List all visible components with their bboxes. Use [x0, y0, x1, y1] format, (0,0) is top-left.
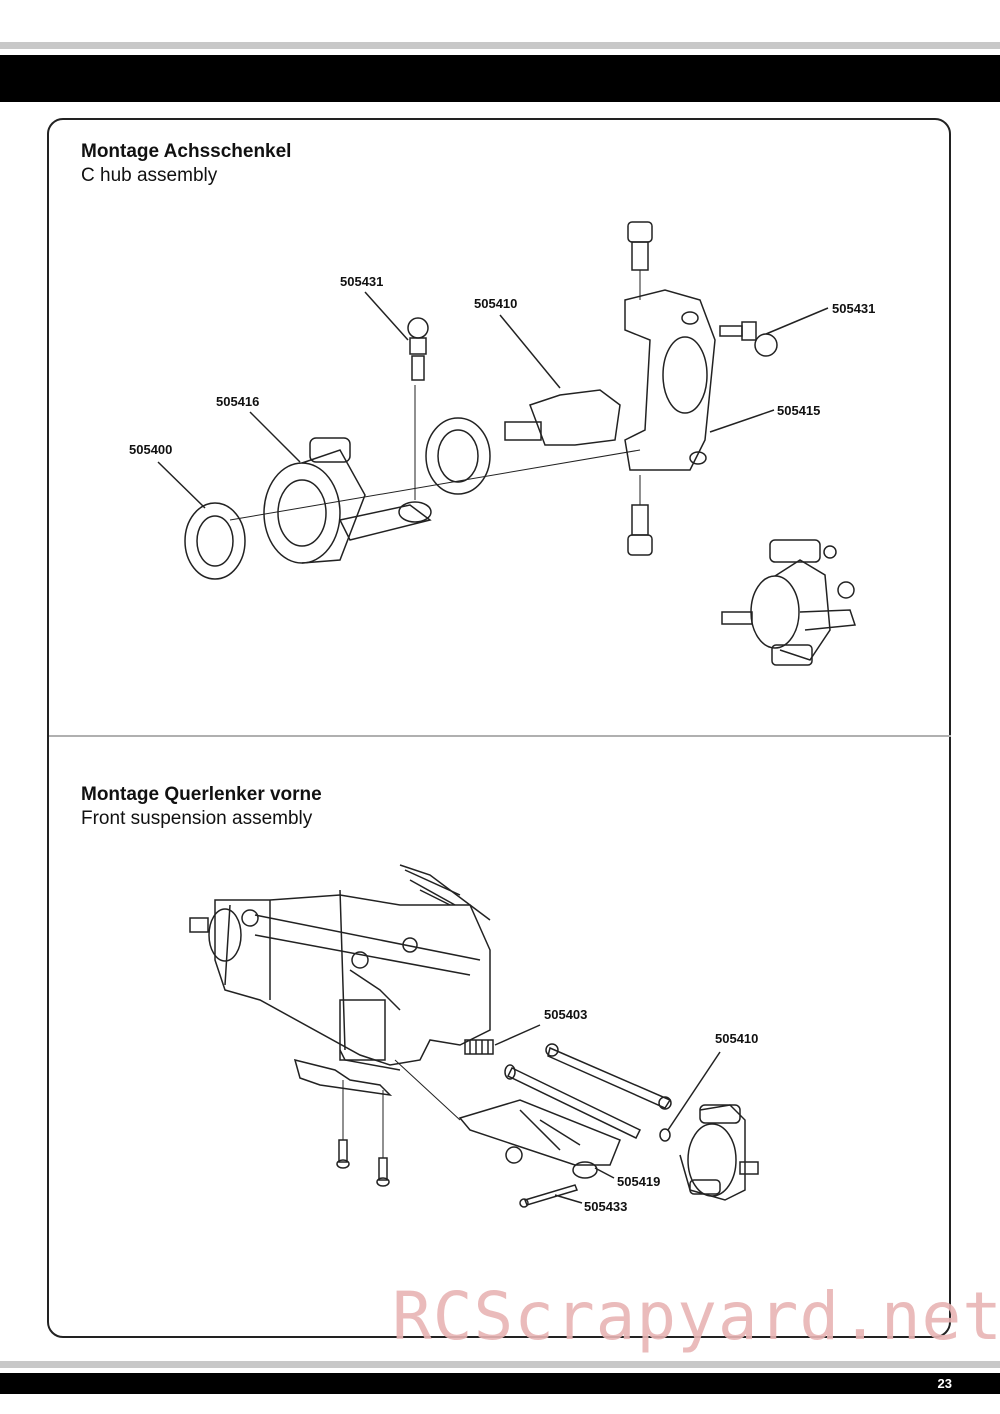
section-subtitle-front-suspension: Front suspension assembly — [81, 808, 313, 829]
part-label-505410: 505410 — [474, 296, 518, 311]
part-label-505416: 505416 — [216, 394, 260, 409]
part-label-505415: 505415 — [777, 403, 821, 418]
watermark-text: RCScrapyard.net — [392, 1278, 1000, 1355]
section-title-c-hub: Montage Achsschenkel — [81, 141, 292, 162]
footer-bar — [0, 1373, 1000, 1394]
part-label-505410-front: 505410 — [715, 1031, 759, 1046]
bottom-gray-rule — [0, 1361, 1000, 1368]
top-gray-rule — [0, 42, 1000, 49]
section-title-front-suspension: Montage Querlenker vorne — [81, 784, 322, 805]
part-label-505400: 505400 — [129, 442, 173, 457]
section-divider — [49, 735, 951, 737]
content-frame — [47, 118, 951, 1338]
page-number: 23 — [937, 1376, 952, 1391]
part-label-505431-right: 505431 — [832, 301, 876, 316]
section-subtitle-c-hub: C hub assembly — [81, 165, 218, 186]
header-bar — [0, 55, 1000, 102]
part-label-505433: 505433 — [584, 1199, 628, 1214]
part-label-505403: 505403 — [544, 1007, 588, 1022]
part-label-505419: 505419 — [617, 1174, 661, 1189]
part-label-505431-top: 505431 — [340, 274, 384, 289]
